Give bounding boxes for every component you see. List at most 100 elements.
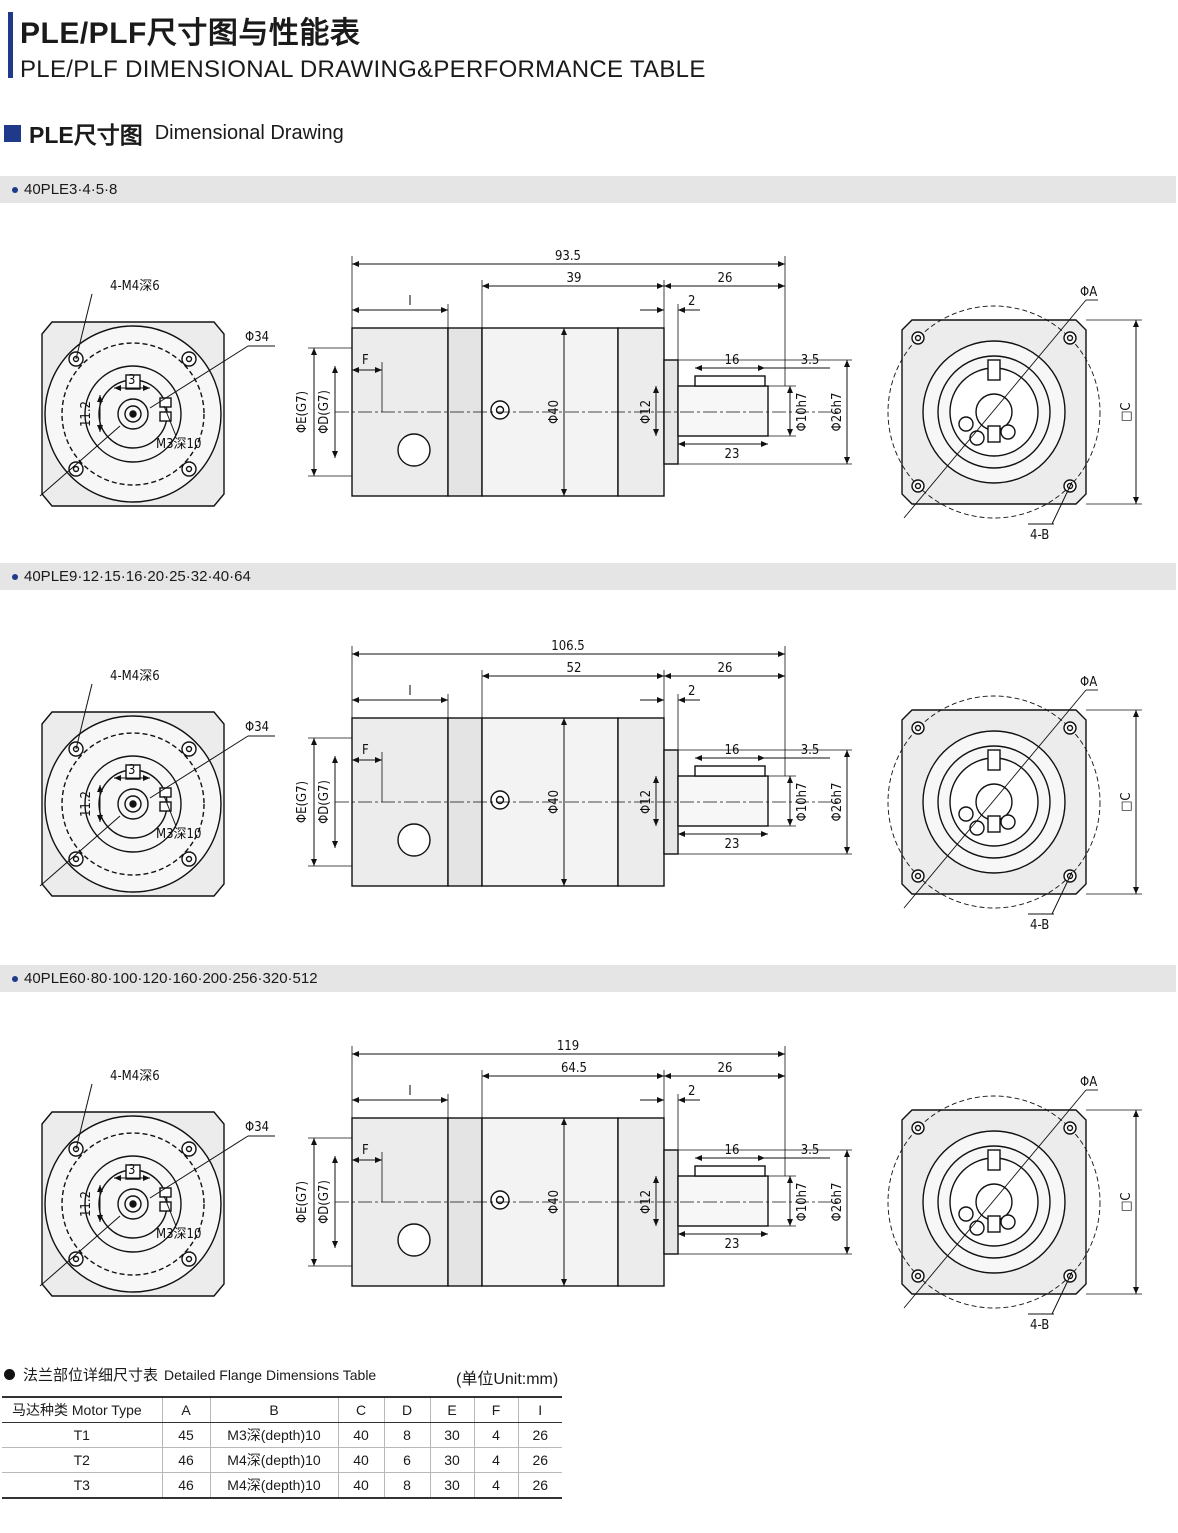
label-shaft-dia: Φ10h7 <box>795 393 810 432</box>
label-dim11: 11.2 <box>79 791 94 817</box>
label-holes: 4-M4深6 <box>110 1069 160 1084</box>
table-row: T1 45 M3深(depth)10 40 8 30 4 26 <box>2 1422 562 1448</box>
col-header: F <box>473 1396 518 1423</box>
label-d: ΦD(G7) <box>317 390 332 434</box>
label-key-length: 16 <box>725 353 740 368</box>
table-cell: 4 <box>473 1422 518 1448</box>
table-row: T3 46 M4深(depth)10 40 8 30 4 26 <box>2 1472 562 1499</box>
label-boss-dia: Φ12 <box>639 790 654 814</box>
label-l: l <box>408 294 411 309</box>
label-body-dia: Φ40 <box>547 1190 562 1214</box>
label-e: ΦE(G7) <box>295 781 310 823</box>
flange-dimensions-table: 马达种类 Motor Type A B C D E F I T1 45 M3深(… <box>2 1396 562 1499</box>
bullet-icon <box>12 975 18 982</box>
section-square-icon <box>4 124 21 142</box>
label-pcd: Φ34 <box>245 720 269 735</box>
label-boss-dia: Φ12 <box>639 400 654 424</box>
table-row: T2 46 M4深(depth)10 40 6 30 4 26 <box>2 1447 562 1473</box>
label-two: 2 <box>688 1084 695 1099</box>
label-c: □C <box>1119 402 1134 421</box>
model-name: 40PLE3·4·5·8 <box>24 181 118 198</box>
side-view <box>308 256 852 497</box>
table-cell: T3 <box>2 1472 162 1499</box>
label-total-length: 119 <box>557 1039 579 1054</box>
label-pilot-dia: Φ26h7 <box>830 393 845 432</box>
table-cell: 40 <box>337 1447 384 1473</box>
table-cell: 40 <box>337 1422 384 1448</box>
title-accent-bar <box>8 12 13 78</box>
table-cell: M4深(depth)10 <box>209 1447 338 1473</box>
label-dim11: 11.2 <box>79 1191 94 1217</box>
label-e: ΦE(G7) <box>295 391 310 433</box>
table-cell: 8 <box>383 1422 430 1448</box>
label-pilot-dia: Φ26h7 <box>830 1183 845 1222</box>
side-view <box>308 1046 852 1287</box>
model-name: 40PLE60·80·100·120·160·200·256·320·512 <box>24 970 318 987</box>
label-two: 2 <box>688 294 695 309</box>
label-pcd: Φ34 <box>245 330 269 345</box>
table-unit: (单位Unit:mm) <box>456 1371 559 1388</box>
table-cell: T1 <box>2 1422 162 1448</box>
label-b: 4-B <box>1030 1318 1049 1333</box>
table-cell: 26 <box>517 1422 562 1448</box>
label-right-length: 26 <box>718 1061 733 1076</box>
label-a: ΦA <box>1080 285 1097 300</box>
table-title-cn: 法兰部位详细尺寸表 <box>23 1367 159 1384</box>
table-cell: 8 <box>383 1472 430 1499</box>
dimensional-drawing-3: 4-M4深6 Φ34 3 11.2 M3深10 119 64.5 26 l 2 … <box>39 1039 1142 1333</box>
label-holes: 4-M4深6 <box>110 279 160 294</box>
table-cell: 26 <box>517 1447 562 1473</box>
section-heading: PLE尺寸图 Dimensional Drawing <box>4 118 344 148</box>
label-mid-length: 39 <box>567 271 582 286</box>
bullet-icon <box>12 186 18 193</box>
table-title: 法兰部位详细尺寸表 Detailed Flange Dimensions Tab… <box>4 1364 376 1385</box>
label-key-offset: 3.5 <box>801 353 820 368</box>
page-title: PLE/PLF尺寸图与性能表 <box>20 17 361 50</box>
label-b: 4-B <box>1030 528 1049 543</box>
col-header: I <box>517 1396 562 1423</box>
col-header: D <box>383 1396 430 1423</box>
col-header: E <box>429 1396 474 1423</box>
label-shaft-length: 23 <box>725 447 740 462</box>
label-total-length: 93.5 <box>555 249 581 264</box>
col-header: A <box>161 1396 210 1423</box>
label-l: l <box>408 1084 411 1099</box>
label-body-dia: Φ40 <box>547 400 562 424</box>
table-cell: 4 <box>473 1472 518 1499</box>
label-b: 4-B <box>1030 918 1049 933</box>
label-tap: M3深10 <box>156 437 201 452</box>
dimensional-drawing-1: 4-M4深6 Φ34 3 11.2 M3深10 93.5 39 26 l 2 F… <box>39 249 1142 543</box>
label-f: F <box>362 353 369 368</box>
label-key-offset: 3.5 <box>801 1143 820 1158</box>
label-tap: M3深10 <box>156 1227 201 1242</box>
label-f: F <box>362 743 369 758</box>
label-tap: M3深10 <box>156 827 201 842</box>
section-title-cn: PLE尺寸图 <box>29 122 143 148</box>
flange-view <box>39 293 275 507</box>
model-name: 40PLE9·12·15·16·20·25·32·40·64 <box>24 568 251 585</box>
label-key-length: 16 <box>725 743 740 758</box>
table-cell: M4深(depth)10 <box>209 1472 338 1499</box>
label-shaft-length: 23 <box>725 837 740 852</box>
section-title-en: Dimensional Drawing <box>154 121 344 144</box>
end-view <box>887 1089 1142 1315</box>
label-key-offset: 3.5 <box>801 743 820 758</box>
label-c: □C <box>1119 1192 1134 1211</box>
label-dim3: 3 <box>128 373 135 388</box>
label-right-length: 26 <box>718 271 733 286</box>
table-cell: 46 <box>161 1447 210 1473</box>
label-f: F <box>362 1143 369 1158</box>
label-c: □C <box>1119 792 1134 811</box>
label-pcd: Φ34 <box>245 1120 269 1135</box>
label-a: ΦA <box>1080 1075 1097 1090</box>
label-a: ΦA <box>1080 675 1097 690</box>
label-key-length: 16 <box>725 1143 740 1158</box>
flange-view <box>39 1083 275 1297</box>
table-cell: 45 <box>161 1422 210 1448</box>
model-band-2: 40PLE9·12·15·16·20·25·32·40·64 <box>0 563 1176 590</box>
bullet-icon <box>4 1369 15 1380</box>
table-cell: 30 <box>429 1422 474 1448</box>
end-view <box>887 689 1142 915</box>
table-cell: 40 <box>337 1472 384 1499</box>
label-total-length: 106.5 <box>551 639 584 654</box>
